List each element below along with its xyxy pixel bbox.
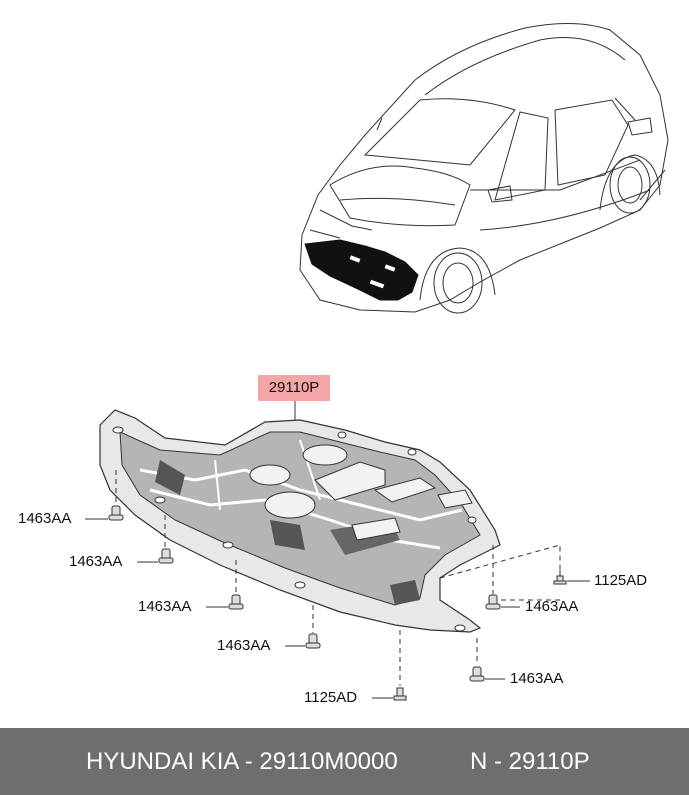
part-number-footer: HYUNDAI KIA - 29110M0000 N - 29110P [0, 728, 689, 795]
clip-1463aa-6 [469, 666, 485, 682]
undercover-highlight-details [349, 255, 396, 289]
part-label-1463aa: 1463AA [217, 637, 271, 654]
bolt-1125ad-2 [393, 687, 407, 701]
part-label-1463aa: 1463AA [18, 510, 72, 527]
part-label-1463aa: 1463AA [69, 553, 123, 570]
footer-reference-number: N - 29110P [470, 748, 590, 775]
clip-1463aa-3 [228, 594, 244, 610]
label-leaders [85, 518, 590, 699]
clip-1463aa-4 [305, 633, 321, 649]
part-label-1463aa: 1463AA [138, 598, 192, 615]
engine-under-cover [99, 409, 501, 633]
undercover-highlight-on-car [304, 239, 419, 301]
part-label-1125ad: 1125AD [304, 689, 358, 706]
exploded-parts-diagram [85, 23, 669, 701]
main-part-label: 29110P [258, 375, 330, 401]
part-label-1463aa: 1463AA [510, 670, 564, 687]
fasteners [108, 505, 567, 701]
clip-1463aa-5 [485, 594, 501, 610]
clip-1463aa-1 [108, 505, 124, 521]
clip-1463aa-2 [158, 548, 174, 564]
assembly-dashed-lines [115, 470, 561, 686]
part-label-1463aa: 1463AA [525, 598, 579, 615]
bolt-1125ad-1 [553, 570, 567, 585]
footer-brand-part-number: HYUNDAI KIA - 29110M0000 [86, 748, 398, 775]
part-label-1125ad: 1125AD [594, 572, 648, 589]
